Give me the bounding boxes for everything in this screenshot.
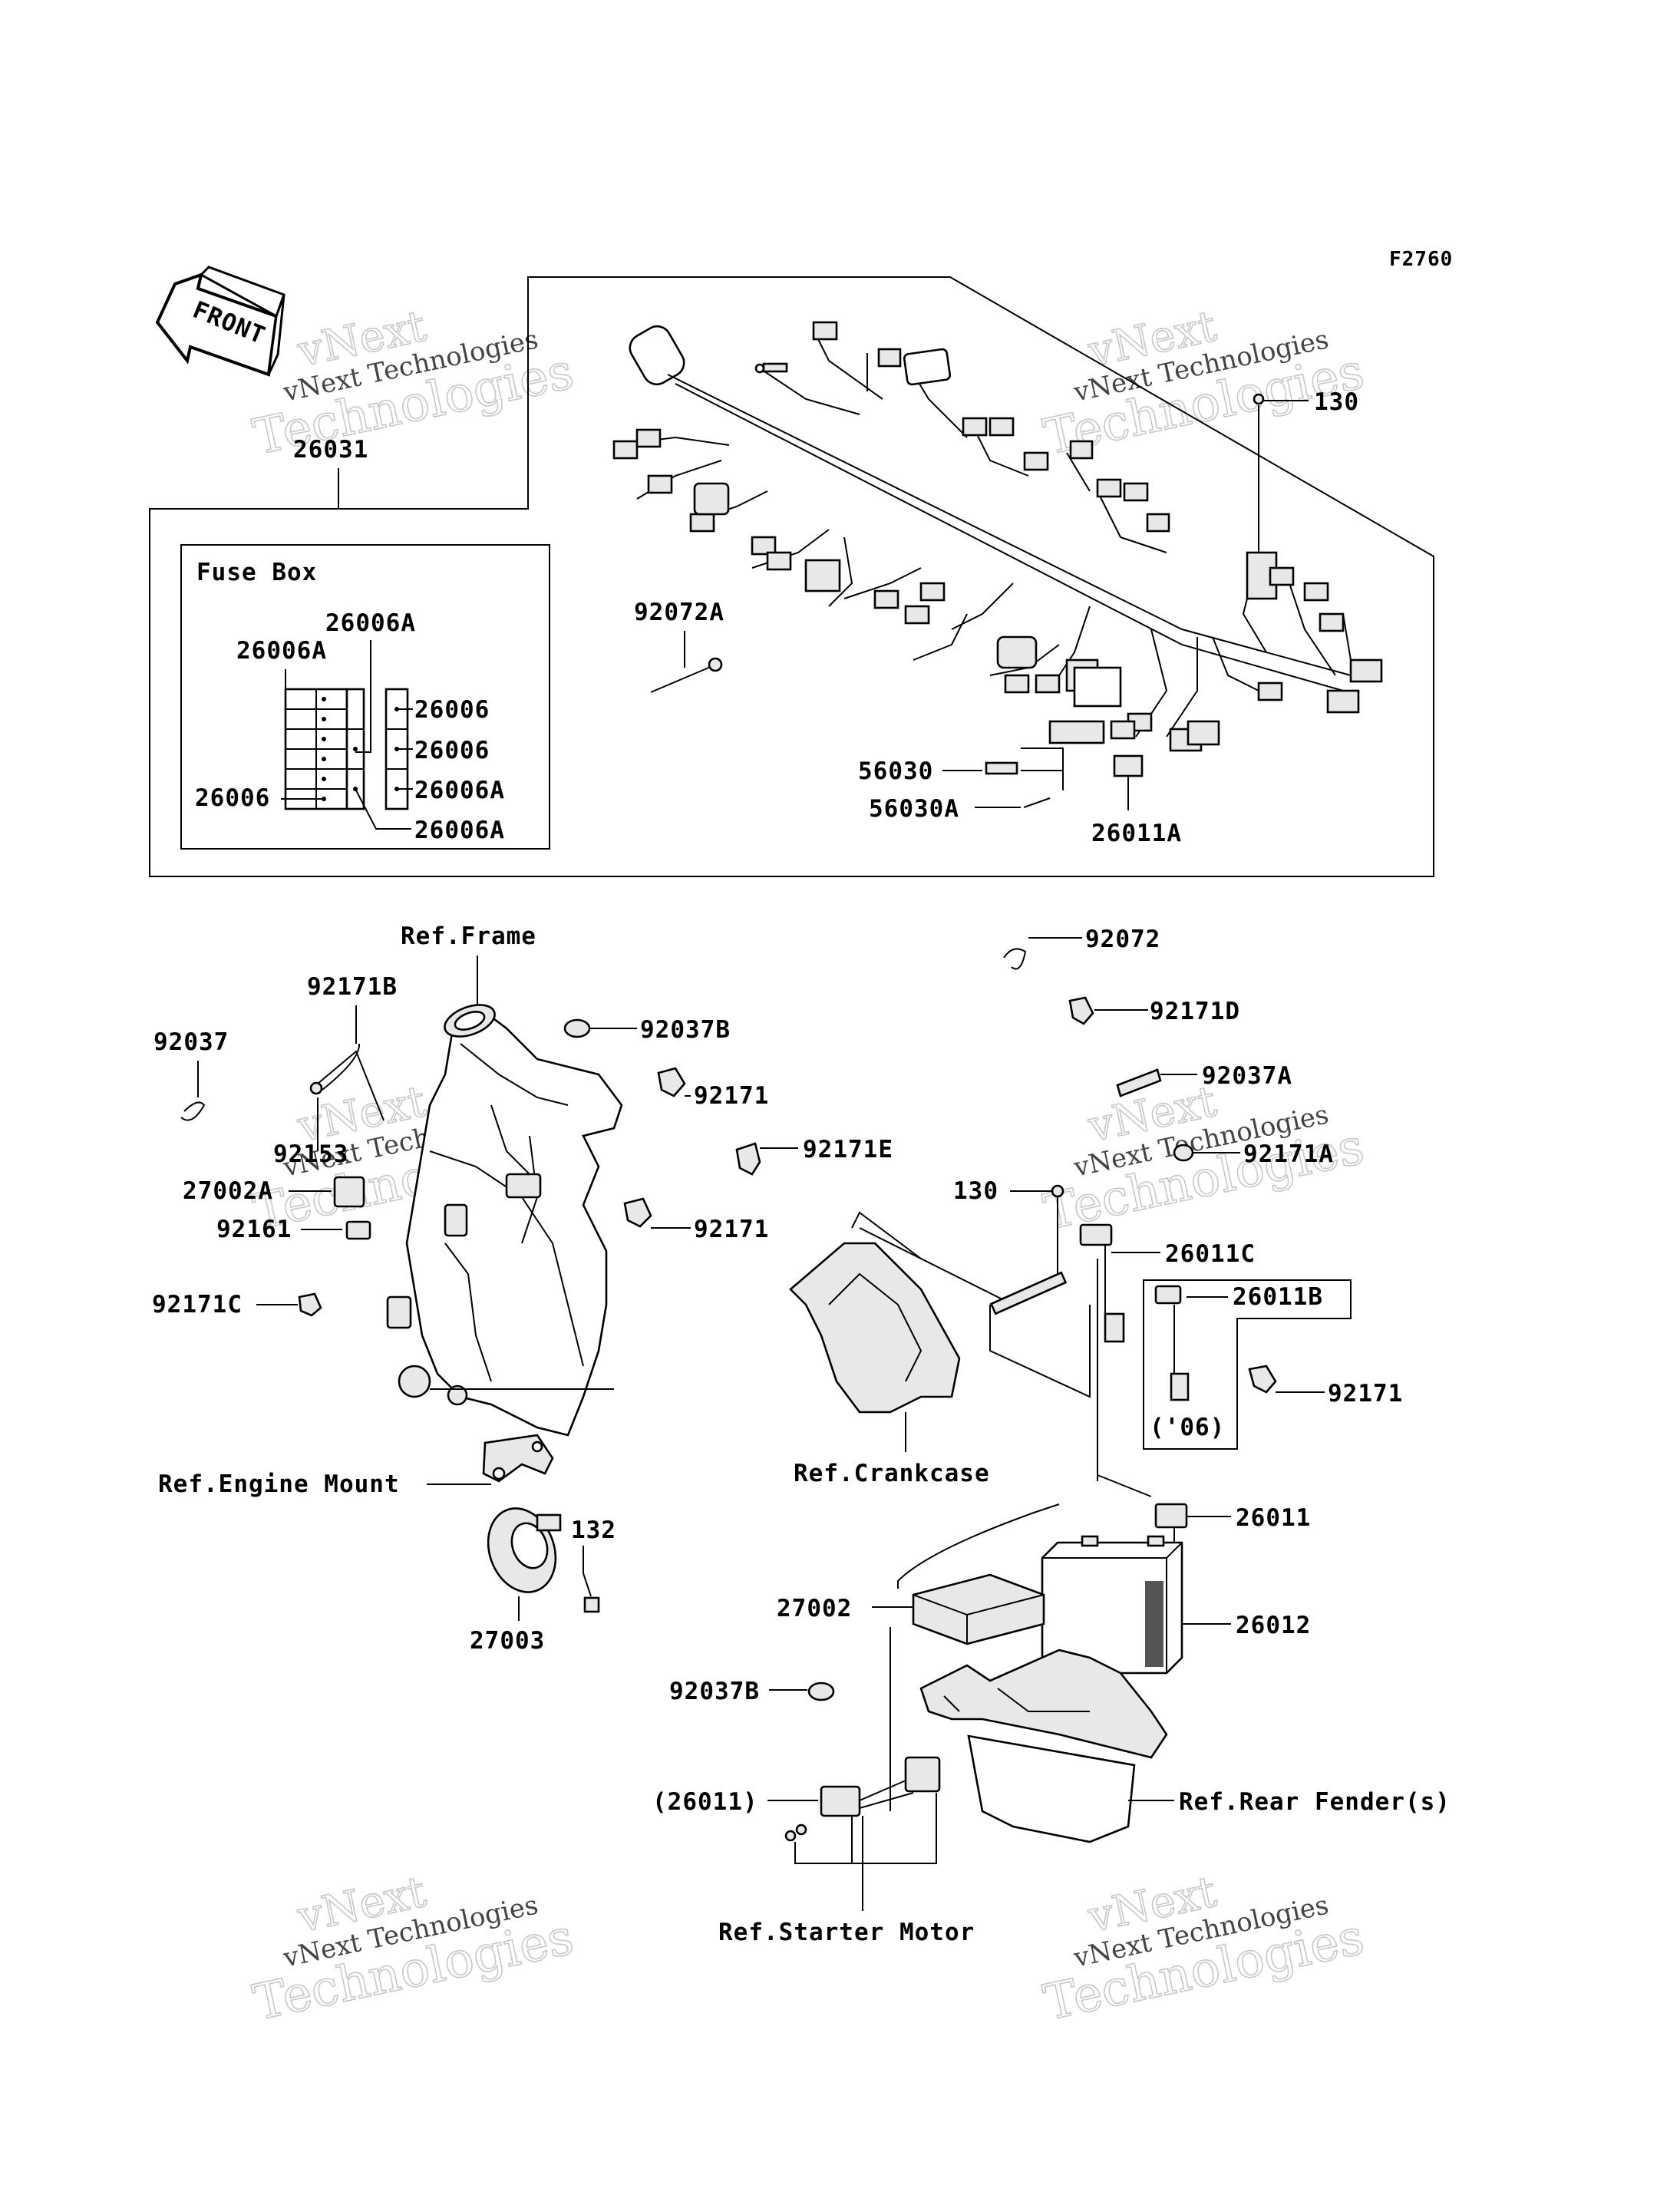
main-wire-harness: [612, 321, 1383, 752]
svg-text:('06): ('06): [1150, 1414, 1225, 1441]
part-92171B: 92171B: [307, 973, 398, 1121]
svg-text:92161: 92161: [216, 1216, 292, 1243]
watermark-top-right: vNext vNext Technologies Technologies: [1038, 301, 1369, 467]
svg-text:92153: 92153: [273, 1140, 348, 1168]
part-92171-c: 92171: [1248, 1365, 1403, 1408]
part-92037B-top: 92037B: [563, 1016, 731, 1044]
part-92171C: 92171C: [152, 1291, 322, 1318]
part-56030: 56030: [858, 757, 1018, 785]
part-92171-a: 92171: [657, 1067, 769, 1110]
svg-text:26006A: 26006A: [325, 609, 416, 637]
part-92037: 92037: [153, 1028, 229, 1121]
part-26011B-06: 26011B ('06): [1143, 1279, 1352, 1450]
svg-text:92171E: 92171E: [803, 1136, 893, 1163]
part-132-bolt: 132: [571, 1516, 616, 1613]
part-27002-ecu: 27002: [777, 1503, 1060, 1811]
svg-text:26006: 26006: [414, 737, 490, 764]
svg-text:92037A: 92037A: [1202, 1062, 1292, 1090]
svg-text:26011: 26011: [1236, 1504, 1311, 1532]
svg-text:27002: 27002: [777, 1595, 852, 1622]
part-26011A: 26011A: [1091, 754, 1182, 847]
rear-fender: Ref.Rear Fender(s): [919, 1648, 1451, 1843]
part-92171E: 92171E: [735, 1136, 893, 1176]
svg-text:92171D: 92171D: [1150, 998, 1240, 1025]
svg-text:26012: 26012: [1236, 1612, 1311, 1639]
part-56030A: 56030A: [869, 748, 1064, 823]
label-26031: 26031: [293, 436, 368, 464]
part-26012-battery: 26012: [1041, 1535, 1311, 1675]
svg-text:26011C: 26011C: [1165, 1240, 1256, 1268]
front-arrow: FRONT: [155, 266, 286, 377]
svg-text:26006A: 26006A: [236, 637, 327, 665]
part-92171-b: 92171: [623, 1197, 769, 1243]
svg-text:27003: 27003: [470, 1627, 545, 1655]
label-ref-engine-mount: Ref.Engine Mount: [158, 1470, 400, 1498]
crankcase-cover: [789, 1211, 1091, 1452]
fuse-box-panel: Fuse Box 26006A 26006A 26006 26006 26006…: [180, 544, 550, 850]
part-92072A: 92072A: [634, 599, 724, 693]
label-ref-starter-motor: Ref.Starter Motor: [718, 1919, 975, 1946]
svg-text:92171B: 92171B: [307, 973, 398, 1001]
svg-text:130: 130: [1314, 388, 1359, 416]
svg-text:92037: 92037: [153, 1028, 229, 1056]
harness-group-outline: [149, 276, 1434, 877]
part-130-top: 130: [1253, 388, 1359, 553]
svg-text:26006: 26006: [195, 784, 270, 812]
label-ref-crankcase: Ref.Crankcase: [794, 1460, 990, 1487]
svg-text:26011B: 26011B: [1233, 1283, 1323, 1311]
svg-text:92171: 92171: [1328, 1380, 1403, 1408]
figure-code: F2760: [1389, 248, 1453, 271]
part-92037A: 92037A: [1116, 1062, 1292, 1097]
svg-text:132: 132: [571, 1516, 616, 1544]
part-92037B-bottom: 92037B: [669, 1678, 835, 1705]
part-26011C: 26011C: [1079, 1223, 1256, 1481]
svg-text:92037B: 92037B: [669, 1678, 760, 1705]
part-27002A: 27002A: [183, 1176, 365, 1208]
svg-text:92171: 92171: [694, 1082, 769, 1110]
part-92153: 92153: [273, 1097, 348, 1168]
svg-text:92171C: 92171C: [152, 1291, 243, 1318]
svg-text:56030A: 56030A: [869, 795, 959, 823]
part-92161: 92161: [216, 1216, 371, 1243]
engine-mount: [482, 1434, 554, 1483]
svg-text:56030: 56030: [858, 757, 933, 785]
svg-text:92072: 92072: [1085, 926, 1160, 953]
starter-relay: (26011): [652, 1756, 941, 1911]
watermark-bottom-left: vNext vNext Technologies Technologies: [248, 1866, 579, 2033]
svg-text:92171A: 92171A: [1243, 1140, 1334, 1168]
svg-text:92037B: 92037B: [640, 1016, 731, 1044]
part-92171D: 92171D: [1068, 996, 1240, 1025]
label-ref-frame: Ref.Frame: [401, 922, 536, 950]
part-27003-horn: 27003: [470, 1507, 562, 1655]
svg-text:92072A: 92072A: [634, 599, 724, 626]
watermark-top-left: vNext vNext Technologies Technologies: [248, 301, 579, 467]
frame-assembly: [386, 1004, 623, 1437]
part-130-mid: 130: [953, 1177, 1064, 1274]
svg-text:26006A: 26006A: [414, 817, 505, 844]
svg-text:130: 130: [953, 1177, 998, 1205]
svg-text:26006A: 26006A: [414, 777, 505, 804]
part-92171A: 92171A: [1173, 1140, 1334, 1168]
part-26011: 26011: [1097, 1474, 1311, 1566]
svg-text:92171: 92171: [694, 1216, 769, 1243]
watermark-bottom-right: vNext vNext Technologies Technologies: [1038, 1866, 1369, 2033]
svg-text:(26011): (26011): [652, 1788, 758, 1816]
svg-text:27002A: 27002A: [183, 1177, 273, 1205]
part-92072: 92072: [1003, 926, 1160, 970]
svg-text:26006: 26006: [414, 696, 490, 724]
svg-text:Ref.Rear Fender(s): Ref.Rear Fender(s): [1179, 1788, 1451, 1816]
svg-text:Fuse Box: Fuse Box: [196, 559, 317, 586]
svg-text:26011A: 26011A: [1091, 820, 1182, 847]
